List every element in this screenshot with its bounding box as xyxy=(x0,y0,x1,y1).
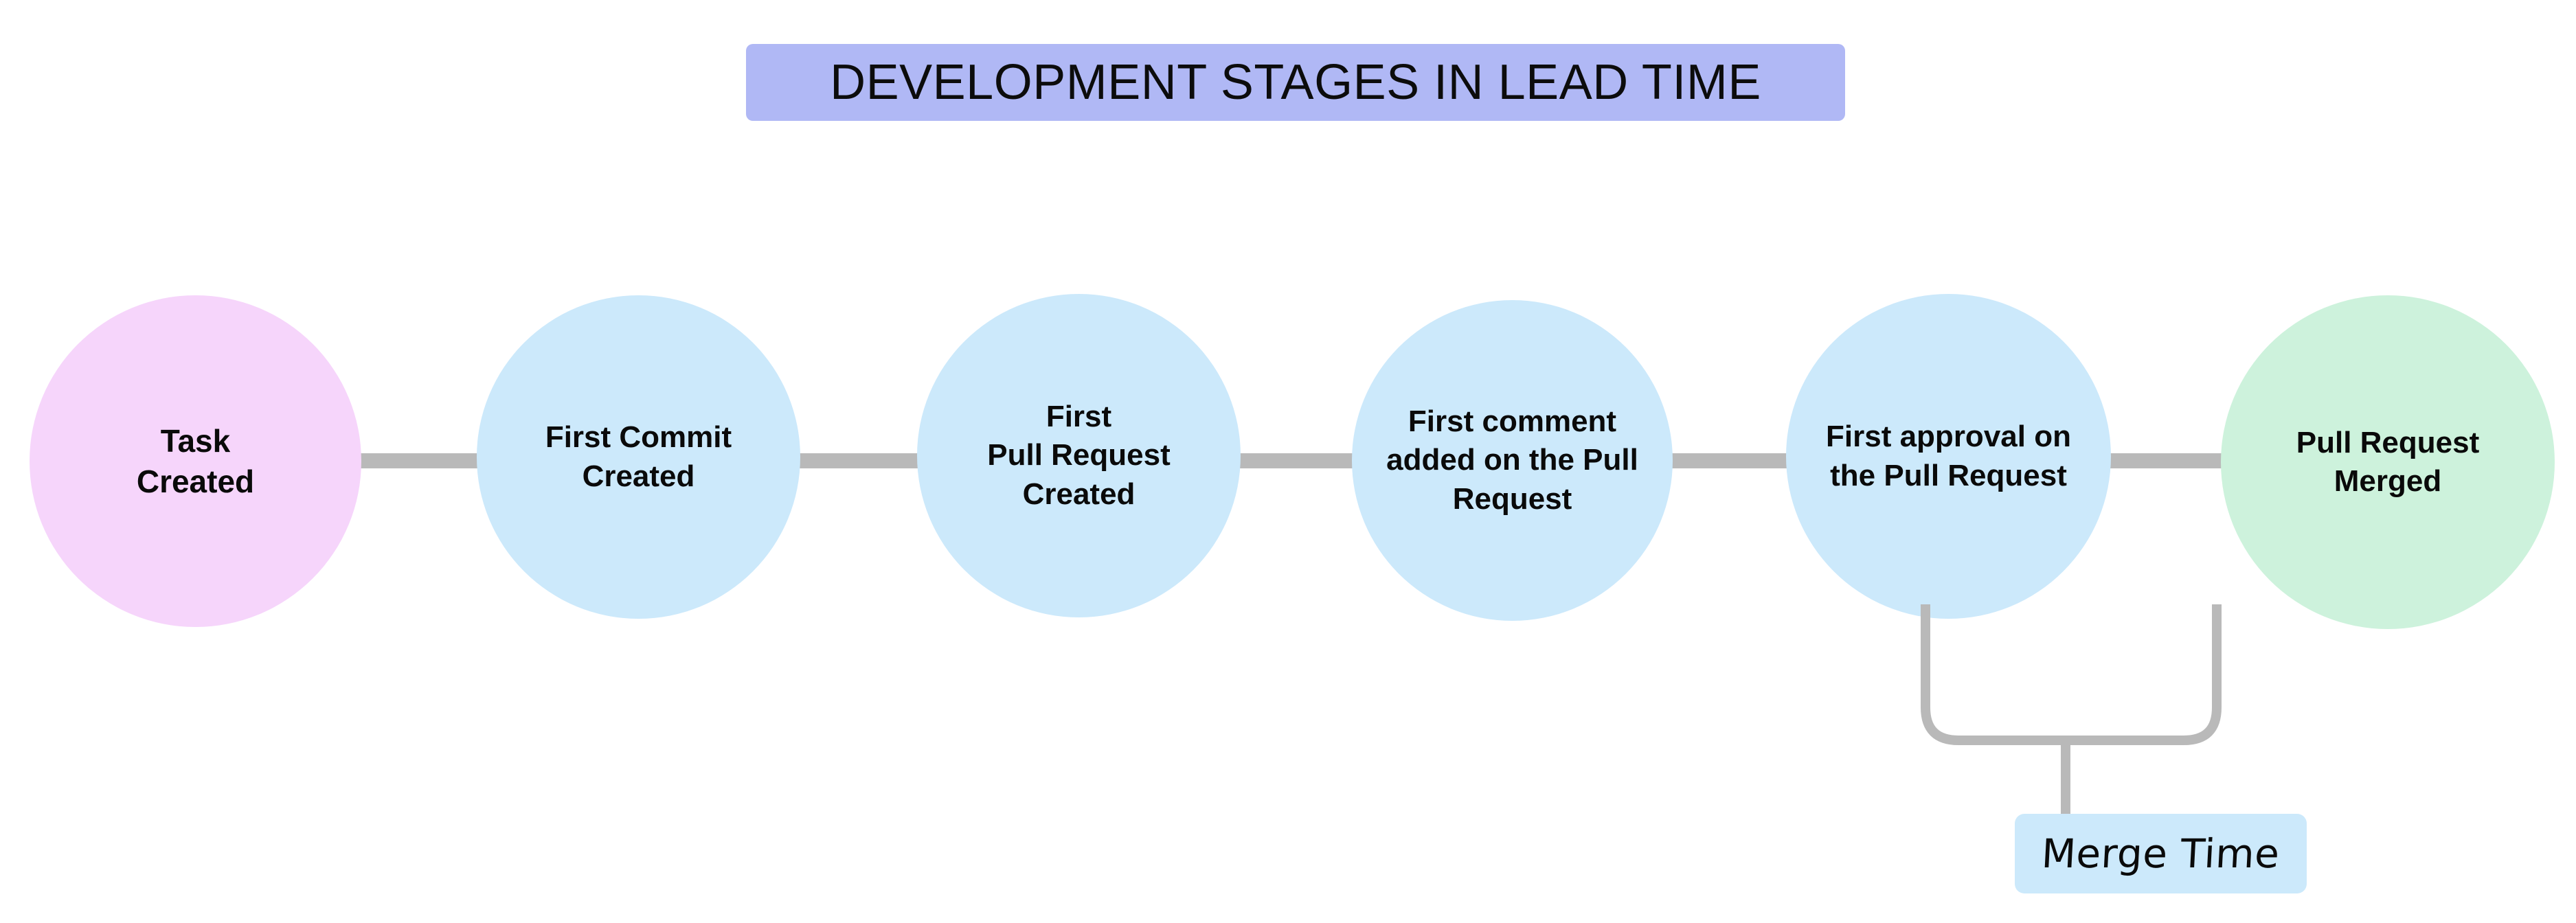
node-first-comment-added[interactable]: First comment added on the Pull Request xyxy=(1352,300,1673,621)
node-first-comment-added-label: First comment added on the Pull Request xyxy=(1386,404,1638,516)
connector-commit-to-pr xyxy=(799,453,919,468)
node-first-approval[interactable]: First approval on the Pull Request xyxy=(1786,294,2111,619)
page-title: DEVELOPMENT STAGES IN LEAD TIME xyxy=(830,55,1761,110)
merge-time-bracket xyxy=(1910,604,2233,755)
merge-time-label: Merge Time xyxy=(2040,830,2281,877)
merge-time-stem xyxy=(2061,740,2070,817)
connector-approval-to-merged xyxy=(2109,453,2224,468)
merge-time-badge[interactable]: Merge Time xyxy=(2015,814,2307,893)
node-first-commit-created-label: First Commit Created xyxy=(545,420,732,493)
node-first-commit-created[interactable]: First Commit Created xyxy=(477,295,800,619)
connector-task-to-commit xyxy=(358,453,478,468)
node-pull-request-merged[interactable]: Pull Request Merged xyxy=(2221,295,2555,629)
node-pull-request-merged-label: Pull Request Merged xyxy=(2296,425,2480,498)
node-task-created[interactable]: Task Created xyxy=(30,295,361,627)
page-title-banner: DEVELOPMENT STAGES IN LEAD TIME xyxy=(746,44,1845,121)
node-first-pull-request-created-label: First Pull Request Created xyxy=(987,400,1171,511)
connector-comment-to-approval xyxy=(1671,453,1788,468)
node-first-pull-request-created[interactable]: First Pull Request Created xyxy=(917,294,1241,617)
node-first-approval-label: First approval on the Pull Request xyxy=(1826,420,2071,492)
node-task-created-label: Task Created xyxy=(136,422,255,499)
connector-pr-to-comment xyxy=(1238,453,1353,468)
